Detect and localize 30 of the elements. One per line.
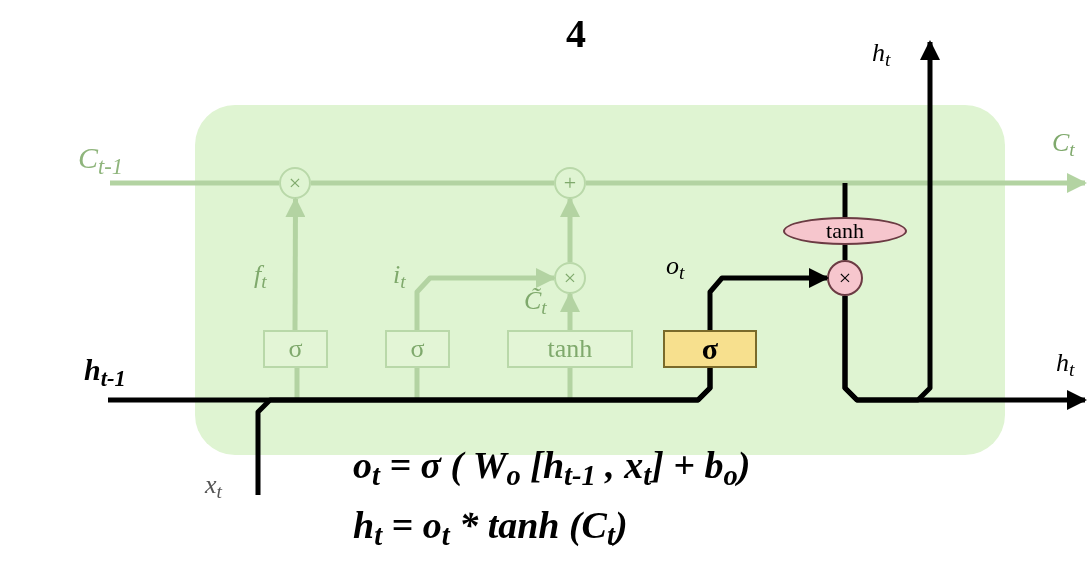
faded-connector xyxy=(414,268,556,330)
sigmoid-layer-box: σ xyxy=(663,330,757,368)
faded-connector xyxy=(586,173,1087,193)
edge-label: i$_{t}$ xyxy=(393,262,406,288)
layer-box: σ xyxy=(263,330,328,368)
faded-connector xyxy=(567,368,573,400)
faded-connector xyxy=(110,180,279,186)
layer-box: tanh xyxy=(507,330,633,368)
output-gate-equation: o$_{t}$ = σ ( W$_{o}$ [h$_{t-1}$ , x$_{t}$] + b$_{o}$) xyxy=(353,446,751,484)
input-label: x$_{t}$ xyxy=(205,472,222,498)
edge-label: h$_{t}$ xyxy=(872,40,891,66)
tanh-oval: tanh xyxy=(783,217,907,245)
edge-label: C̃$_{t}$ xyxy=(524,288,547,314)
faded-connector xyxy=(560,197,580,262)
arrow xyxy=(842,40,940,403)
hidden-state-label: h$_{t-1}$ xyxy=(84,355,126,385)
title: 4 xyxy=(566,14,586,54)
faded-connector xyxy=(311,180,554,186)
faded-connector xyxy=(560,292,580,330)
layer-box: σ xyxy=(385,330,450,368)
edge-label: f$_{t}$ xyxy=(254,262,267,288)
edge-label: C$_{t}$ xyxy=(1052,130,1075,156)
edge-label: o$_{t}$ xyxy=(666,253,685,279)
arrow xyxy=(707,268,829,330)
hidden-state-equation: h$_{t}$ = o$_{t}$ * tanh (C$_{t}$) xyxy=(353,506,628,544)
faded-connector xyxy=(285,197,306,330)
cell-state-label: C$_{t-1}$ xyxy=(78,143,123,173)
faded-connector xyxy=(414,368,420,400)
faded-connector xyxy=(294,368,300,400)
edge-label: h$_{t}$ xyxy=(1056,350,1075,376)
